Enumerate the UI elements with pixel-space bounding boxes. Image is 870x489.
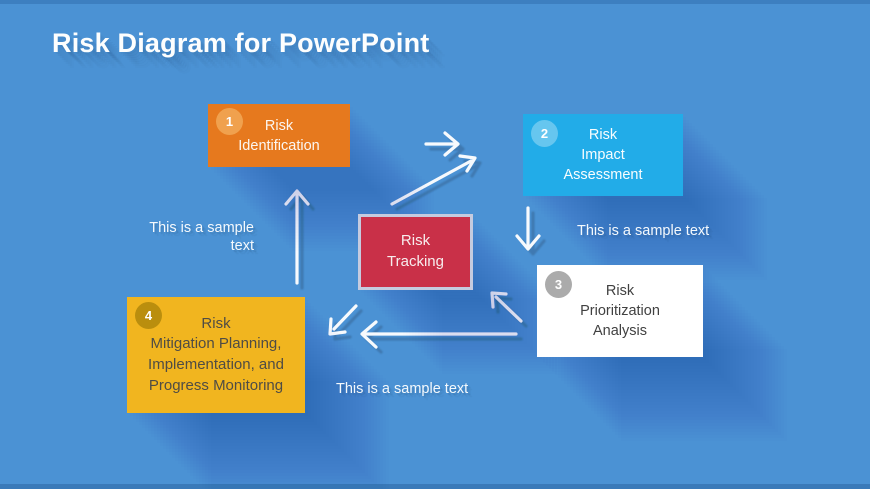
arrow-tracking-to-impact xyxy=(390,154,477,206)
node-label: Risk Tracking xyxy=(387,232,444,270)
node-label: Risk Prioritization Analysis xyxy=(580,283,660,339)
node-risk-tracking[interactable]: Risk Tracking xyxy=(358,214,473,290)
page-title[interactable]: Risk Diagram for PowerPoint xyxy=(52,28,430,58)
arrow-tracking-to-mitigation xyxy=(328,304,358,336)
node-risk-impact-assessment[interactable]: 2 Risk Impact Assessment xyxy=(523,114,683,196)
node-risk-prioritization-analysis[interactable]: 3 Risk Prioritization Analysis xyxy=(537,265,703,357)
node-label: Risk Impact Assessment xyxy=(563,127,643,183)
step-badge-1: 1 xyxy=(216,108,243,135)
node-risk-identification[interactable]: 1 Risk Identification xyxy=(208,104,350,167)
arrow-mitigation-to-identification xyxy=(284,189,310,285)
sample-text-bottom[interactable]: This is a sample text xyxy=(336,381,469,397)
sample-text-left[interactable]: This is a sample text xyxy=(149,220,254,255)
step-badge-4: 4 xyxy=(135,302,162,329)
arrow-impact-to-prioritization xyxy=(515,206,541,251)
arrow-prioritization-to-mitigation xyxy=(360,320,518,349)
arrow-prioritization-to-tracking xyxy=(490,291,523,323)
step-badge-2: 2 xyxy=(531,120,558,147)
step-badge-3: 3 xyxy=(545,271,572,298)
top-edge-stripe xyxy=(0,0,870,4)
arrow-identification-to-impact xyxy=(424,131,460,157)
node-label: Risk Identification xyxy=(238,117,320,154)
node-risk-mitigation[interactable]: 4 Risk Mitigation Planning, Implementati… xyxy=(127,297,305,413)
bottom-edge-stripe xyxy=(0,484,870,489)
sample-text-right[interactable]: This is a sample text xyxy=(577,223,710,239)
node-label: Risk Mitigation Planning, Implementation… xyxy=(148,314,284,394)
